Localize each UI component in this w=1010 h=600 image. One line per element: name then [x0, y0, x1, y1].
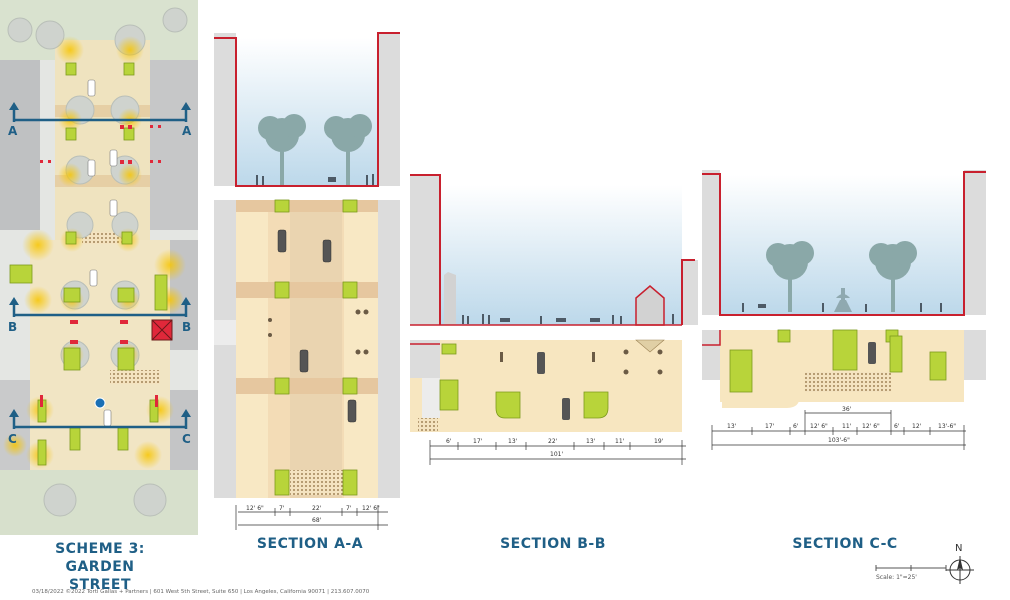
dim-c-seg-2: 17' [765, 423, 775, 430]
dim-c-seg-5: 11' [842, 423, 852, 430]
dim-c-seg-7: 6' [894, 423, 900, 430]
section-a-title: SECTION A-A [256, 536, 364, 552]
dim-c-seg-8: 12' [912, 423, 922, 430]
dim-c-seg-9: 13'-6" [938, 423, 956, 430]
scheme-title-line-2: GARDEN [65, 559, 135, 575]
dim-b-total: 101' [550, 451, 563, 458]
dim-c-inner: 36' [842, 406, 852, 413]
scale-bar [875, 565, 947, 571]
marker-a-right: A [182, 124, 192, 138]
dim-b-seg-5: 13' [586, 438, 596, 445]
section-c-title: SECTION C-C [792, 536, 898, 552]
dim-c-seg-4: 12' 6" [810, 423, 828, 430]
dim-a-seg-3: 22' [312, 505, 322, 512]
north-label: N [955, 543, 963, 554]
section-a-a: 12' 6" 7' 22' 7' 12' 6" 68' [214, 32, 400, 530]
dim-c-seg-3: 6' [793, 423, 799, 430]
marker-b-left: B [8, 320, 17, 334]
dim-b-seg-6: 11' [615, 438, 625, 445]
scheme-title: SCHEME 3: GARDEN STREET [30, 540, 170, 594]
marker-c-left: C [8, 432, 17, 446]
scale-label: Scale: 1"=25' [876, 574, 917, 581]
section-line-b [9, 297, 191, 317]
dim-b-seg-4: 22' [548, 438, 558, 445]
site-plan: A A B B C C [0, 0, 198, 535]
dim-a-seg-4: 7' [346, 505, 352, 512]
scheme-title-line-3: STREET [68, 577, 132, 593]
dim-b-seg-7: 19' [654, 438, 664, 445]
marker-a-left: A [8, 124, 18, 138]
dim-b-seg-3: 13' [508, 438, 518, 445]
section-b-b: 6' 17' 13' 22' 13' 11' 19' 101' [410, 174, 698, 465]
marker-c-right: C [182, 432, 191, 446]
marker-b-right: B [182, 320, 191, 334]
dim-b-seg-1: 6' [446, 438, 452, 445]
section-line-a [9, 102, 191, 122]
dim-a-seg-2: 7' [279, 505, 285, 512]
dim-a-seg-1: 12' 6" [246, 505, 264, 512]
section-c-c: 36' 13' 17' 6' 12' 6" 11' 12' 6" 6' 12' … [702, 170, 986, 450]
dim-a-total: 68' [312, 517, 322, 524]
dim-c-seg-1: 13' [727, 423, 737, 430]
section-line-c [9, 409, 191, 429]
dim-b-seg-2: 17' [473, 438, 483, 445]
dim-c-total: 103'-6" [828, 437, 850, 444]
north-arrow-icon [946, 556, 974, 584]
dim-a-seg-5: 12' 6" [362, 505, 380, 512]
dim-c-seg-6: 12' 6" [862, 423, 880, 430]
credit-line: 03/18/2022 ©2022 Torti Gallas + Partners… [32, 589, 370, 595]
section-b-title: SECTION B-B [500, 536, 606, 552]
scheme-title-line-1: SCHEME 3: [55, 541, 145, 557]
